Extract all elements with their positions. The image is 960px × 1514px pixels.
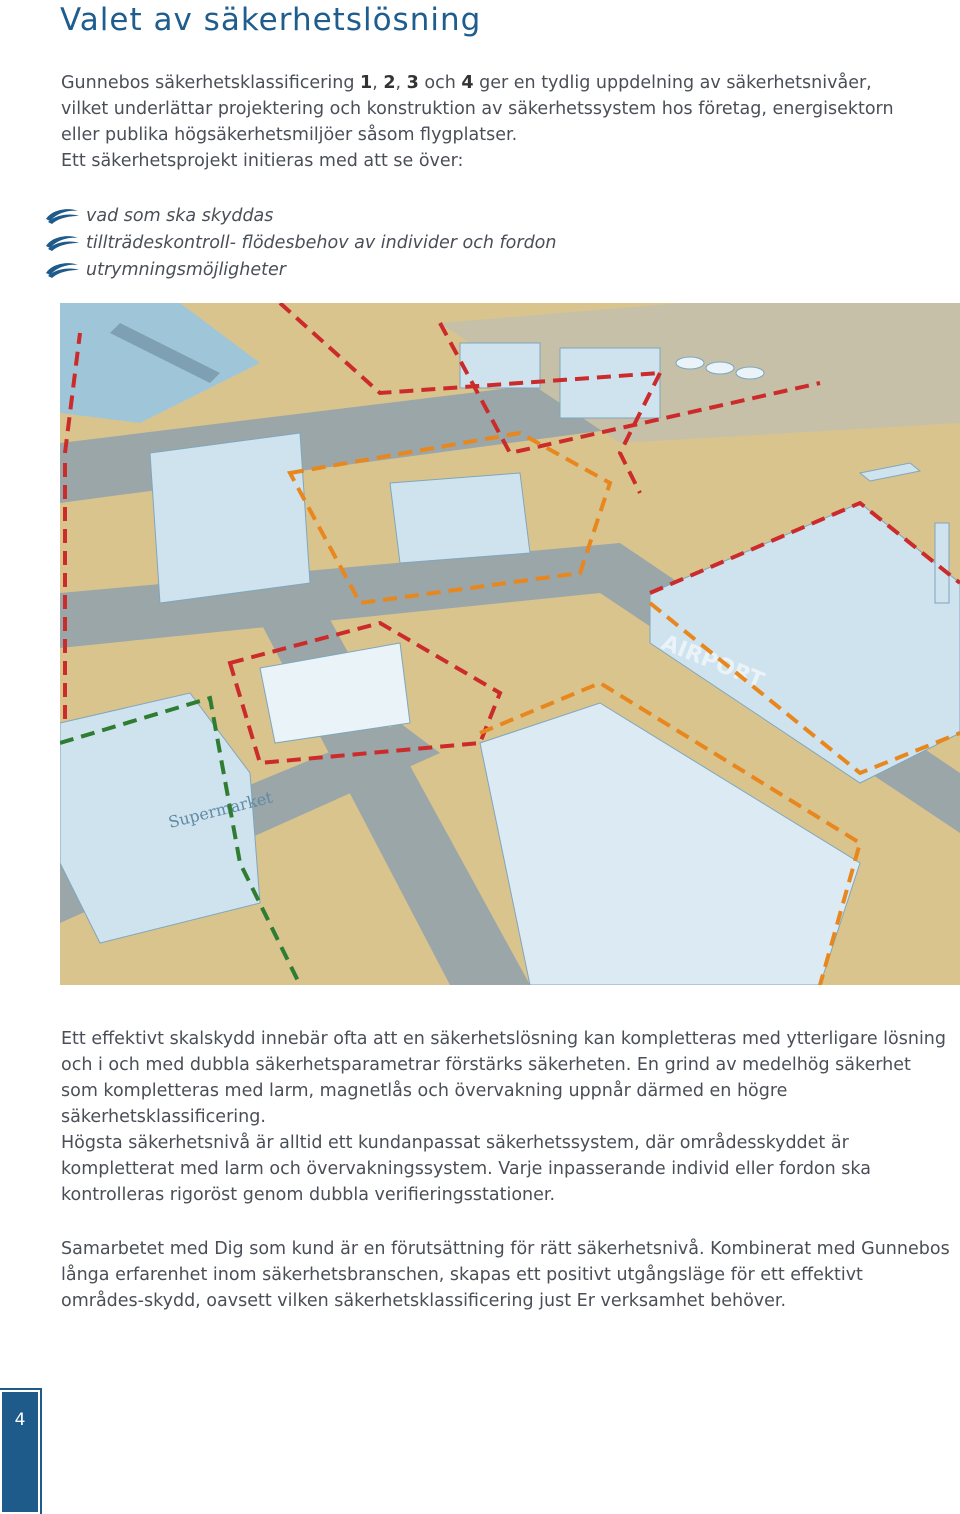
intro-sep: och — [418, 73, 462, 93]
class-2: 2 — [383, 73, 396, 93]
site-security-illustration: AIRPORT Supermarket — [60, 303, 960, 985]
list-item: tillträdeskontroll- flödesbehov av indiv… — [44, 229, 556, 256]
depot-building — [389, 472, 531, 564]
class-1: 1 — [360, 73, 373, 93]
fence-red — [617, 372, 662, 494]
fence-red — [227, 620, 503, 766]
intro-text-pre: Gunnebos säkerhetsklassificering — [61, 73, 360, 93]
intro-sep: , — [372, 73, 384, 93]
swoosh-bullet-icon — [46, 235, 79, 251]
list-item-text: vad som ska skyddas — [86, 205, 274, 226]
cargo-ship — [110, 323, 220, 383]
fence-green — [60, 695, 302, 985]
warehouse — [149, 432, 311, 604]
swoosh-bullet-icon — [46, 262, 79, 278]
fence-red — [278, 303, 661, 396]
list-item: utrymningsmöjligheter — [44, 256, 556, 283]
storage-building — [459, 342, 541, 389]
fence-orange — [479, 680, 863, 985]
class-3: 3 — [406, 73, 419, 93]
list-item-text: tillträdeskontroll- flödesbehov av indiv… — [86, 232, 557, 253]
tank — [675, 356, 705, 370]
paragraph: Högsta säkerhetsnivå är alltid ett kunda… — [61, 1133, 871, 1205]
intro-text-post: ger en tydlig uppdelning av säkerhetsniv… — [61, 73, 894, 145]
intro-paragraph: Gunnebos säkerhetsklassificering 1, 2, 3… — [61, 70, 921, 174]
page-title: Valet av säkerhetslösning — [60, 2, 482, 38]
class-4: 4 — [461, 73, 474, 93]
page-number: 4 — [14, 1410, 26, 1430]
supermarket-building — [60, 692, 261, 944]
list-item-text: utrymningsmöjligheter — [86, 259, 286, 280]
factory-building — [559, 347, 661, 419]
intro-line2: Ett säkerhetsprojekt initieras med att s… — [61, 151, 464, 171]
control-tower — [934, 522, 950, 604]
page-number-tab — [0, 1388, 42, 1514]
tank — [735, 366, 765, 380]
fence-orange — [648, 601, 960, 776]
tank — [705, 361, 735, 375]
paragraph: Ett effektivt skalskydd innebär ofta att… — [61, 1029, 947, 1127]
office-building — [259, 642, 411, 744]
fence-red — [63, 332, 82, 454]
swoosh-bullet-icon — [46, 208, 79, 224]
checklist: vad som ska skyddas tillträdeskontroll- … — [44, 202, 556, 283]
office-cutaway — [479, 702, 861, 985]
fence-red — [649, 500, 960, 595]
list-item: vad som ska skyddas — [44, 202, 556, 229]
intro-sep: , — [395, 73, 407, 93]
fence-orange — [286, 430, 613, 606]
paragraph: Samarbetet med Dig som kund är en föruts… — [61, 1239, 950, 1311]
fence-red — [438, 322, 821, 456]
airplane-icon — [858, 462, 922, 482]
